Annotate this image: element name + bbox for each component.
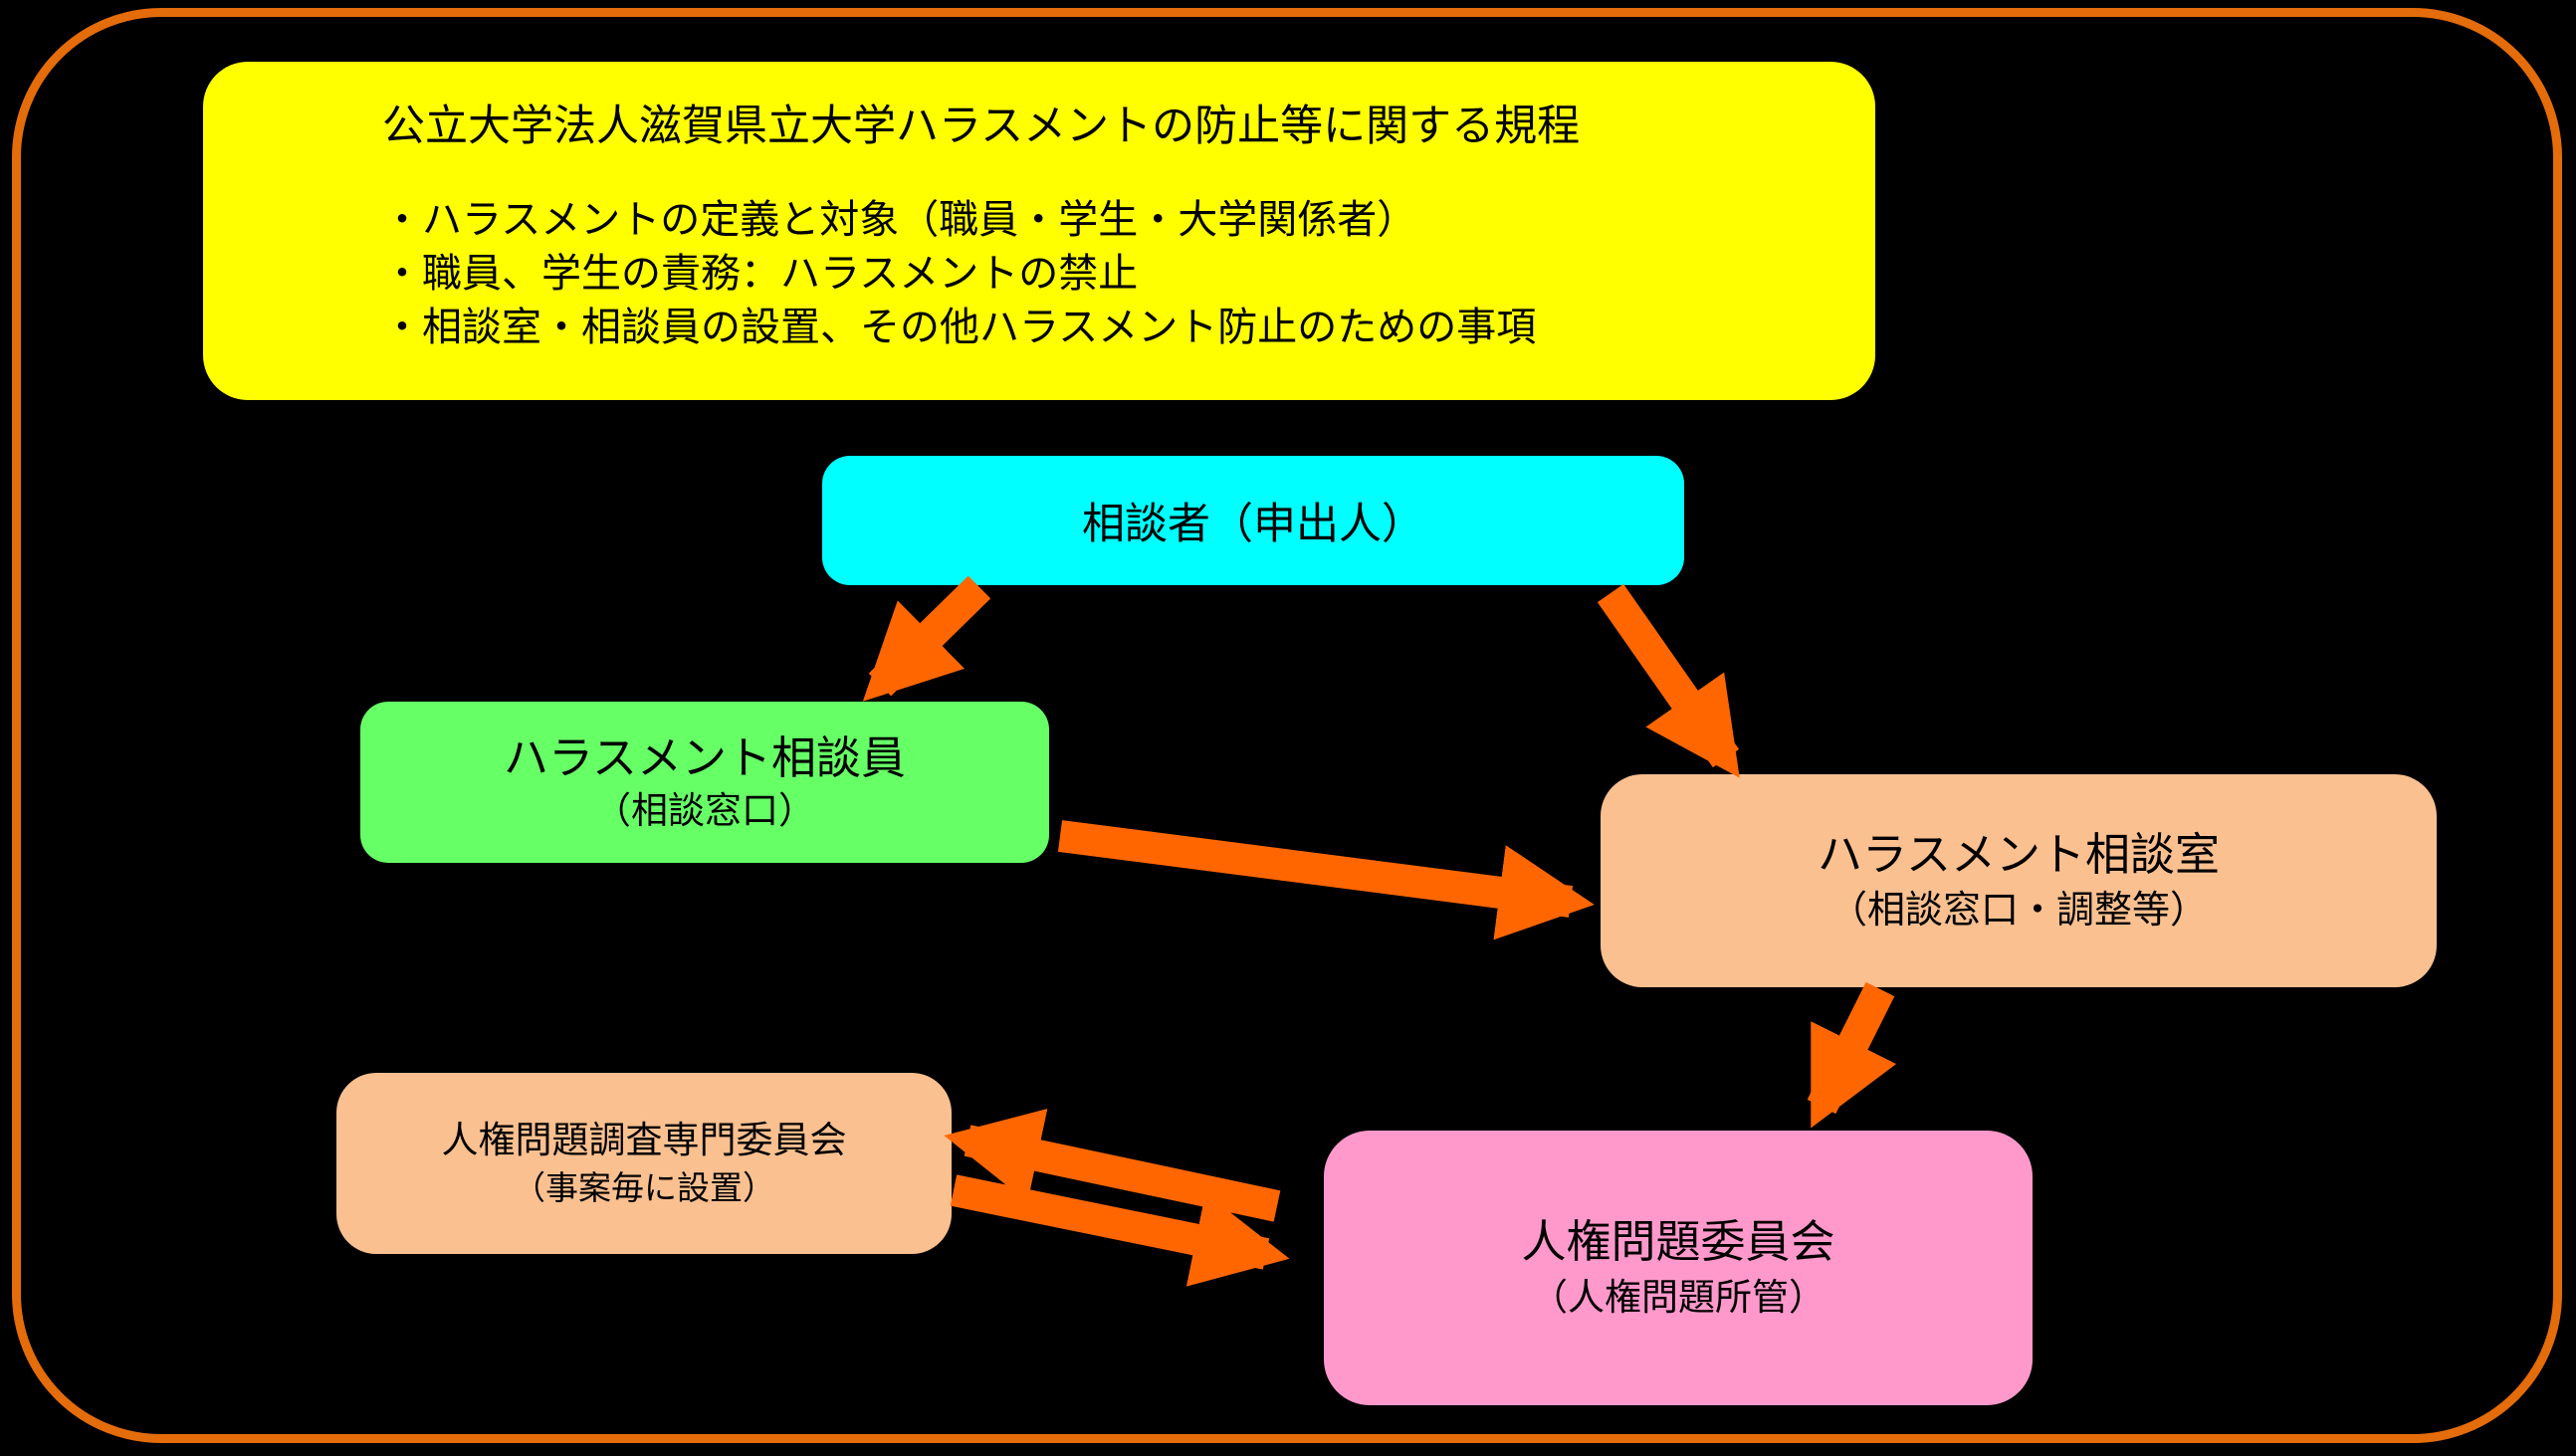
- committee-label: 人権問題委員会: [1521, 1216, 1835, 1267]
- outer-frame-border: [12, 8, 2562, 1443]
- human-rights-committee-node: 人権問題委員会 （人権問題所管）: [1324, 1131, 2033, 1405]
- consulter-label: 相談者（申出人）: [1082, 501, 1424, 548]
- counselor-label: ハラスメント相談員: [503, 732, 907, 783]
- room-sublabel: （相談窓口・調整等）: [1828, 890, 2208, 932]
- harassment-consultation-room-node: ハラスメント相談室 （相談窓口・調整等）: [1601, 774, 2437, 987]
- investigation-special-committee-node: 人権問題調査専門委員会 （事案毎に設置）: [336, 1073, 952, 1254]
- regulation-box: 公立大学法人滋賀県立大学ハラスメントの防止等に関する規程 ・ハラスメントの定義と…: [203, 62, 1875, 400]
- room-label: ハラスメント相談室: [1817, 829, 2221, 880]
- special-committee-label: 人権問題調査専門委員会: [441, 1120, 847, 1160]
- regulation-bullet-list: ・ハラスメントの定義と対象（職員・学生・大学関係者） ・職員、学生の責務：ハラス…: [382, 193, 1835, 354]
- special-committee-sublabel: （事案毎に設置）: [513, 1169, 775, 1206]
- consulter-node: 相談者（申出人）: [822, 456, 1684, 585]
- regulation-bullet: ・職員、学生の責務：ハラスメントの禁止: [382, 252, 1139, 296]
- harassment-counselor-node: ハラスメント相談員 （相談窓口）: [360, 702, 1049, 863]
- committee-sublabel: （人権問題所管）: [1531, 1277, 1825, 1318]
- regulation-bullet: ・ハラスメントの定義と対象（職員・学生・大学関係者）: [382, 198, 1417, 242]
- counselor-sublabel: （相談窓口）: [594, 790, 815, 831]
- regulation-title: 公立大学法人滋賀県立大学ハラスメントの防止等に関する規程: [382, 103, 1581, 150]
- regulation-bullet: ・相談室・相談員の設置、その他ハラスメント防止のための事項: [382, 306, 1537, 349]
